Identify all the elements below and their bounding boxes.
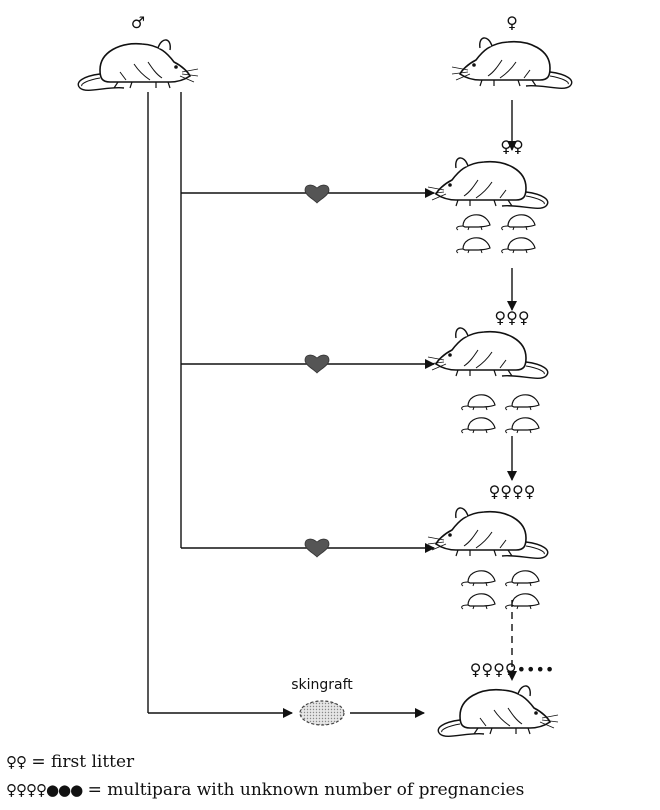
litter-symbol-3: ♀♀♀♀ — [489, 482, 536, 501]
skingraft-label: skingraft — [291, 677, 353, 693]
legend-first-litter: ♀♀ = first litter — [6, 752, 134, 772]
mother-mouse-2 — [427, 327, 549, 380]
mother-mouse-1 — [427, 157, 549, 210]
mother-mouse-3 — [427, 507, 549, 560]
litter-symbol-2: ♀♀♀ — [494, 308, 529, 327]
legend-symbol: ♀♀ — [6, 753, 27, 771]
pups-3 — [461, 570, 540, 610]
heart-1 — [304, 184, 330, 204]
skingraft-patch — [299, 700, 345, 726]
legend-text: = multipara with unknown number of pregn… — [87, 780, 525, 800]
legend-symbol: ♀♀♀♀●●● — [6, 781, 83, 799]
top-female-symbol: ♀ — [506, 13, 518, 32]
multipara-symbol: ♀♀♀♀•••• — [470, 660, 555, 679]
litter-symbol-1: ♀♀ — [500, 137, 523, 156]
pups-1 — [456, 214, 536, 254]
recipient-male-mouse — [437, 685, 559, 738]
male-symbol: ♂ — [131, 13, 145, 32]
heart-2 — [304, 354, 330, 374]
legend-text: = first litter — [31, 752, 135, 772]
heart-3 — [304, 538, 330, 558]
legend-multipara: ♀♀♀♀●●● = multipara with unknown number … — [6, 780, 524, 800]
male-mouse — [77, 39, 199, 92]
pups-2 — [461, 394, 540, 434]
top-female-mouse — [451, 37, 573, 90]
